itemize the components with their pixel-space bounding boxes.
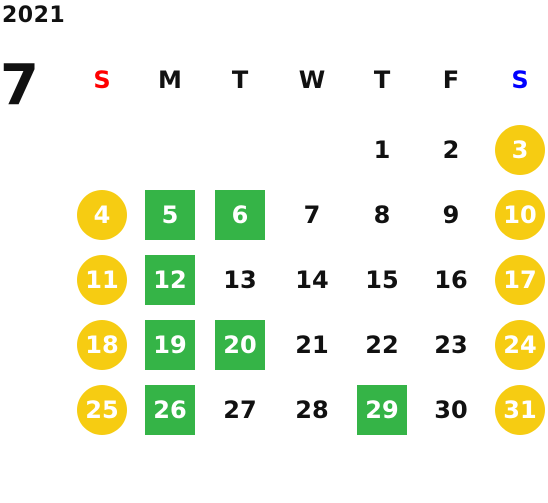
month-number: 7 <box>0 53 39 118</box>
day-cell-19[interactable]: 19 <box>145 320 195 370</box>
day-cell-6[interactable]: 6 <box>215 190 265 240</box>
day-cell-15[interactable]: 15 <box>365 266 399 294</box>
day-cell-22[interactable]: 22 <box>365 331 399 359</box>
day-cell-29[interactable]: 29 <box>357 385 407 435</box>
weekday-0: S <box>93 66 111 94</box>
day-cell-12[interactable]: 12 <box>145 255 195 305</box>
day-cell-8[interactable]: 8 <box>373 201 391 229</box>
day-cell-5[interactable]: 5 <box>145 190 195 240</box>
day-cell-7[interactable]: 7 <box>303 201 321 229</box>
day-cell-2[interactable]: 2 <box>442 136 460 164</box>
weekday-3: W <box>298 66 326 94</box>
day-cell-4[interactable]: 4 <box>77 190 127 240</box>
day-cell-30[interactable]: 30 <box>434 396 468 424</box>
weekday-1: M <box>158 66 182 94</box>
day-cell-24[interactable]: 24 <box>495 320 545 370</box>
day-cell-9[interactable]: 9 <box>442 201 460 229</box>
day-cell-1[interactable]: 1 <box>373 136 391 164</box>
day-cell-31[interactable]: 31 <box>495 385 545 435</box>
day-cell-3[interactable]: 3 <box>495 125 545 175</box>
day-cell-10[interactable]: 10 <box>495 190 545 240</box>
weekday-4: T <box>373 66 391 94</box>
day-cell-21[interactable]: 21 <box>295 331 329 359</box>
day-cell-25[interactable]: 25 <box>77 385 127 435</box>
day-cell-17[interactable]: 17 <box>495 255 545 305</box>
day-cell-27[interactable]: 27 <box>223 396 257 424</box>
day-cell-11[interactable]: 11 <box>77 255 127 305</box>
weekday-2: T <box>231 66 249 94</box>
day-cell-16[interactable]: 16 <box>434 266 468 294</box>
day-cell-28[interactable]: 28 <box>295 396 329 424</box>
day-cell-13[interactable]: 13 <box>223 266 257 294</box>
day-cell-14[interactable]: 14 <box>295 266 329 294</box>
day-cell-20[interactable]: 20 <box>215 320 265 370</box>
weekday-6: S <box>511 66 529 94</box>
day-cell-18[interactable]: 18 <box>77 320 127 370</box>
year-label: 2021 <box>2 3 66 28</box>
day-cell-23[interactable]: 23 <box>434 331 468 359</box>
day-cell-26[interactable]: 26 <box>145 385 195 435</box>
weekday-5: F <box>442 66 460 94</box>
